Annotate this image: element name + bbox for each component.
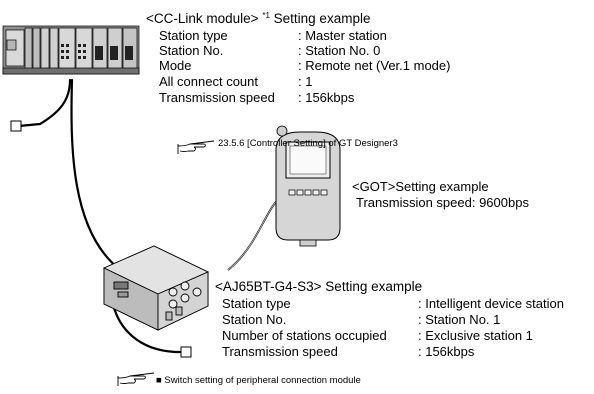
- reference-switch-setting-text: Switch setting of peripheral connection …: [164, 375, 361, 386]
- cable-module-to-got: [227, 199, 279, 271]
- got-transmission-speed: Transmission speed: 9600bps: [356, 195, 529, 210]
- aj65-row-value: : 156kbps: [418, 344, 475, 359]
- cclink-row-label: All connect count: [159, 74, 259, 89]
- cclink-row-value: : 156kbps: [298, 90, 355, 105]
- cclink-heading-suffix: Setting example: [273, 11, 371, 26]
- aj65-row-label: Station No.: [222, 312, 287, 327]
- aj65-heading: <AJ65BT-G4-S3> Setting example: [215, 279, 423, 294]
- reference-hand-icon: [117, 372, 155, 386]
- plc-rack-icon: [2, 25, 140, 75]
- cclink-row-label: Station No.: [159, 43, 224, 58]
- terminator-square-icon: [10, 120, 22, 132]
- reference-controller-setting: 23.5.6 [Controller Setting] of GT Design…: [218, 138, 398, 149]
- cclink-row-value: : 1: [298, 74, 313, 89]
- reference-hand-icon: [177, 140, 215, 154]
- cclink-module-name: <CC-Link module>: [146, 11, 259, 26]
- aj65-row-label: Station type: [222, 296, 291, 311]
- cable-module-to-right-terminator: [110, 298, 185, 354]
- cable-plc-to-module: [70, 78, 120, 270]
- got-terminal-icon: [275, 125, 341, 247]
- footnote-mark: *1: [262, 11, 270, 20]
- aj65-row-value: : Intelligent device station: [418, 296, 564, 311]
- cclink-row-value: : Remote net (Ver.1 mode): [298, 58, 451, 73]
- aj65-row-value: : Station No. 1: [418, 312, 501, 327]
- cclink-heading: <CC-Link module> *1 Setting example: [146, 12, 370, 26]
- cable-plc-to-left-terminator: [17, 78, 72, 128]
- cclink-row-value: : Station No. 0: [298, 43, 381, 58]
- terminator-square-icon: [180, 346, 192, 358]
- aj65-row-label: Transmission speed: [222, 344, 338, 359]
- reference-switch-setting: ■ Switch setting of peripheral connectio…: [156, 376, 361, 386]
- aj65-row-value: : Exclusive station 1: [418, 328, 533, 343]
- cclink-row-label: Transmission speed: [159, 90, 275, 105]
- peripheral-connection-module-icon: [102, 245, 210, 331]
- aj65-row-label: Number of stations occupied: [222, 328, 387, 343]
- got-heading: <GOT>Setting example: [352, 179, 489, 194]
- cclink-row-value: : Master station: [298, 28, 387, 43]
- square-bullet-icon: ■: [156, 375, 162, 386]
- cclink-row-label: Mode: [159, 58, 192, 73]
- cclink-row-label: Station type: [159, 28, 228, 43]
